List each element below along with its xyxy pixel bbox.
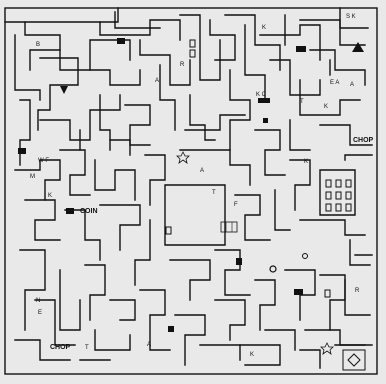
label-k: K — [250, 352, 254, 358]
triangle-icon — [352, 42, 364, 52]
label-b: B — [36, 42, 40, 48]
diamond-icon — [343, 350, 365, 370]
triangle-icon — [60, 86, 68, 94]
label-chop: CHOP — [353, 138, 373, 144]
label-r: R — [355, 288, 359, 294]
label-chop: CHOP — [50, 345, 70, 351]
label-wf: W F — [38, 158, 49, 164]
label-a: A — [147, 342, 151, 348]
grate-icon — [221, 222, 237, 232]
label-t: T — [85, 345, 89, 351]
label-a: A — [350, 82, 354, 88]
label-r: R — [180, 62, 184, 68]
label-ea: E A — [330, 80, 339, 86]
label-coin: COIN — [80, 209, 98, 215]
label-k: K — [324, 104, 328, 110]
label-t: T — [212, 190, 216, 196]
label-e: E — [38, 310, 42, 316]
coin-icon — [270, 254, 308, 273]
gem-grid-icon — [326, 180, 351, 211]
label-f: F — [234, 202, 238, 208]
label-a: A — [200, 168, 204, 174]
label-kc: K C — [256, 92, 266, 98]
label-k: K — [304, 159, 308, 165]
label-k: K — [262, 25, 266, 31]
label-t: T — [300, 99, 304, 105]
label-n: N — [36, 298, 40, 304]
label-sk: S K — [346, 14, 356, 20]
label-m: M — [30, 174, 35, 180]
label-a: A — [155, 78, 159, 84]
label-k: K — [48, 193, 52, 199]
